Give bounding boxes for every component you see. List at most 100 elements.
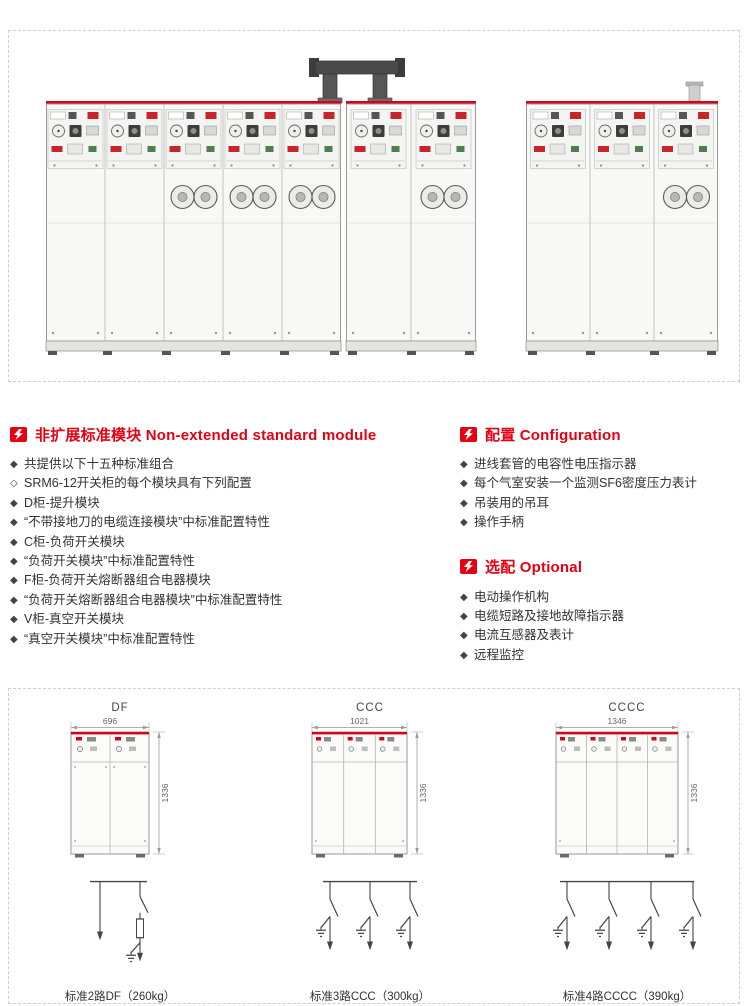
section-title: 选配 Optional xyxy=(485,559,583,577)
list-item: ◆ “不带接地刀的电缆连接模块”中标准配置特性 xyxy=(10,513,450,532)
diagram-group-cccc: CCCC 1346 xyxy=(532,702,722,1004)
diagram-caption: 标准2路DF（260kg） xyxy=(64,991,176,1003)
section-heading: 选配 Optional xyxy=(460,557,742,577)
list-item-text: 共提供以下十五种标准组合 xyxy=(24,457,175,471)
list-item-text: 吊装用的吊耳 xyxy=(474,495,550,510)
list-item-text: V柜-真空开关模块 xyxy=(24,612,125,627)
top-illustration-box xyxy=(8,30,740,382)
list-item-text: 进线套管的电容性电压指示器 xyxy=(474,457,637,471)
list-item-text: F柜-负荷开关熔断器组合电器模块 xyxy=(24,573,211,588)
list-item-text: “不带接地刀的电缆连接模块”中标准配置特性 xyxy=(24,515,270,530)
diagram-caption: 标准3路CCC（300kg） xyxy=(309,991,431,1003)
standard-module-list: ◆ 共提供以下十五种标准组合 ◇ SRM6-12开关柜的每个模块具有下列配置 ◆… xyxy=(10,455,450,649)
svg-text:1336: 1336 xyxy=(689,783,699,802)
cabinet-assembly-left xyxy=(45,101,342,355)
list-item: ◆ “真空开关模块”中标准配置特性 xyxy=(10,630,450,649)
list-item: ◆ F柜-负荷开关熔断器组合电器模块 xyxy=(10,571,450,590)
svg-text:696: 696 xyxy=(103,716,117,726)
list-item-text: 每个气室安装一个监测SF6密度压力表计 xyxy=(474,476,697,491)
cabinet-front xyxy=(311,731,408,858)
section-heading: 非扩展标准模块 Non-extended standard module xyxy=(10,424,450,444)
diagram-caption: 标准4路CCCC（390kg） xyxy=(562,991,692,1003)
bullet-icon: ◆ xyxy=(10,575,18,587)
cabinet-front xyxy=(555,731,679,858)
list-item: ◆ 进线套管的电容性电压指示器 xyxy=(460,455,742,474)
list-item: ◇ SRM6-12开关柜的每个模块具有下列配置 xyxy=(10,474,450,493)
bullet-icon: ◆ xyxy=(10,614,18,626)
list-item-text: “负荷开关模块”中标准配置特性 xyxy=(24,554,195,569)
section-badge-icon xyxy=(10,426,27,442)
width-dimension: 696 xyxy=(70,716,150,732)
section-heading: 配置 Configuration xyxy=(460,424,742,444)
list-item-text: C柜-负荷开关模块 xyxy=(24,534,125,549)
list-item: ◆ C柜-负荷开关模块 xyxy=(10,533,450,552)
bullet-icon: ◆ xyxy=(10,633,18,645)
list-item-text: 电动操作机构 xyxy=(474,589,550,604)
df-schematic-drawing xyxy=(90,880,195,974)
cabinet-assembly-right xyxy=(525,101,719,355)
list-item-text: 电流互感器及表计 xyxy=(474,628,575,643)
width-dimension: 1346 xyxy=(555,716,679,732)
bullet-icon: ◆ xyxy=(460,630,468,642)
standard-module-section: 非扩展标准模块 Non-extended standard module ◆ 共… xyxy=(10,424,450,649)
diagram-group-ccc: CCC 1021 xyxy=(280,702,460,1004)
list-item: ◆ D柜-提升模块 xyxy=(10,494,450,513)
configuration-list: ◆ 进线套管的电容性电压指示器 ◆ 每个气室安装一个监测SF6密度压力表计 ◆ … xyxy=(460,455,742,533)
section-title: 非扩展标准模块 Non-extended standard module xyxy=(35,426,377,444)
svg-text:1346: 1346 xyxy=(608,716,627,726)
bullet-icon: ◆ xyxy=(460,611,468,623)
section-badge-icon xyxy=(460,559,477,575)
bullet-icon: ◆ xyxy=(460,649,468,661)
bullet-icon: ◆ xyxy=(10,556,18,568)
bullet-icon: ◆ xyxy=(460,517,468,529)
list-item-text: “真空开关模块”中标准配置特性 xyxy=(24,631,195,646)
height-dimension: 1336 xyxy=(411,731,428,855)
bullet-icon: ◆ xyxy=(10,497,18,509)
svg-text:1336: 1336 xyxy=(160,783,170,802)
list-item: ◆ 电流互感器及表计 xyxy=(460,626,742,645)
bullet-icon: ◆ xyxy=(10,536,18,548)
df-dimension-drawing: 696 xyxy=(70,716,170,858)
width-dimension: 1021 xyxy=(311,716,408,732)
configuration-column: 配置 Configuration ◆ 进线套管的电容性电压指示器 ◆ 每个气室安… xyxy=(460,424,742,665)
top-bushing xyxy=(685,81,704,102)
list-item-text: “负荷开关熔断器组合电器模块”中标准配置特性 xyxy=(24,592,283,607)
list-item: ◆ 电缆短路及接地故障指示器 xyxy=(460,607,742,626)
model-label: CCCC xyxy=(608,702,646,714)
bullet-icon: ◆ xyxy=(460,497,468,509)
cabinet-assembly-middle xyxy=(345,101,477,355)
section-title: 配置 Configuration xyxy=(485,426,621,444)
list-item: ◆ 操作手柄 xyxy=(460,513,742,532)
diagram-group-df: DF 696 xyxy=(30,702,210,1004)
optional-list: ◆ 电动操作机构 ◆ 电缆短路及接地故障指示器 ◆ 电流互感器及表计 ◆ 远程监… xyxy=(460,588,742,666)
bullet-icon: ◆ xyxy=(460,459,468,470)
list-item: ◆ 远程监控 xyxy=(460,646,742,665)
list-item: ◆ V柜-真空开关模块 xyxy=(10,610,450,629)
model-label: CCC xyxy=(356,702,384,714)
bullet-icon: ◆ xyxy=(10,517,18,529)
switchgear-illustration xyxy=(45,58,719,355)
cabinet-front xyxy=(70,731,150,858)
svg-text:1021: 1021 xyxy=(350,716,369,726)
list-item: ◆ “负荷开关熔断器组合电器模块”中标准配置特性 xyxy=(10,591,450,610)
height-dimension: 1336 xyxy=(153,731,170,855)
list-item: ◆ 电动操作机构 xyxy=(460,588,742,607)
model-label: DF xyxy=(111,702,129,714)
bullet-icon: ◆ xyxy=(10,594,18,606)
height-dimension: 1336 xyxy=(682,731,699,855)
list-item-text: 远程监控 xyxy=(474,647,525,662)
cccc-schematic-drawing xyxy=(542,880,712,974)
ccc-dimension-drawing: 1021 xyxy=(311,716,428,858)
bullet-icon: ◆ xyxy=(460,591,468,603)
list-item: ◆ 每个气室安装一个监测SF6密度压力表计 xyxy=(460,474,742,493)
cccc-dimension-drawing: 1346 xyxy=(555,716,699,858)
list-item: ◆ “负荷开关模块”中标准配置特性 xyxy=(10,552,450,571)
section-badge-icon xyxy=(460,426,477,442)
list-item: ◆ 吊装用的吊耳 xyxy=(460,494,742,513)
list-item-text: 操作手柄 xyxy=(474,515,525,530)
busbar-bridge xyxy=(309,58,405,104)
svg-text:1336: 1336 xyxy=(418,783,428,802)
bullet-icon: ◆ xyxy=(460,478,468,490)
list-item-text: D柜-提升模块 xyxy=(24,495,100,510)
